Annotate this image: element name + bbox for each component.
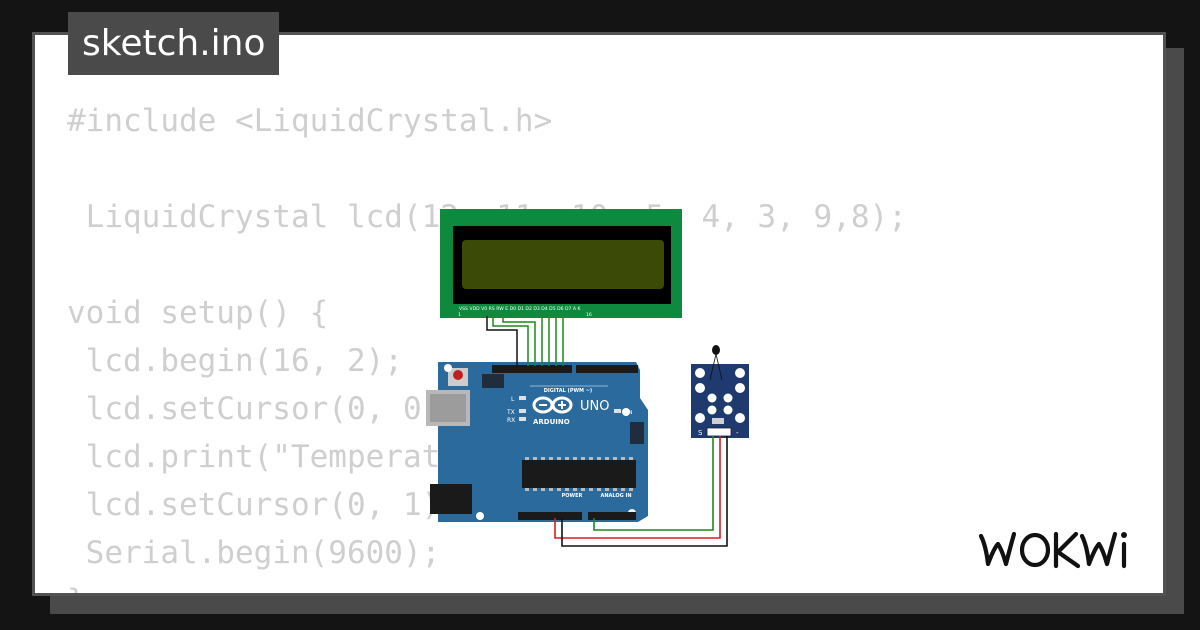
chip-pin [613, 457, 617, 460]
chip-pin [581, 457, 585, 460]
code-line: void setup() { [67, 295, 329, 331]
led-l-label: L [511, 396, 515, 403]
power-header [518, 512, 582, 520]
digital-header-low [576, 365, 638, 373]
mount-hole [622, 408, 630, 416]
arduino-logo [532, 396, 573, 414]
led-rx [519, 417, 526, 421]
wokwi-logo[interactable] [978, 528, 1150, 574]
sensor-resistor [712, 418, 724, 424]
mount-hole [695, 413, 705, 423]
chip-pin [629, 488, 633, 491]
pin-s-label: S [698, 429, 703, 437]
chip-pin [581, 488, 585, 491]
chip-pin [613, 488, 617, 491]
wire-lcd-gnd[interactable] [486, 316, 518, 366]
usb-connector-inner [430, 394, 466, 422]
chip-pin [605, 488, 609, 491]
wire-sensor-signal[interactable] [593, 436, 714, 531]
digital-header-high [492, 365, 572, 373]
arduino-uno-board[interactable]: DIGITAL (PWM ~) L TX RX ON UNO ARDUINO P… [426, 362, 648, 522]
chip-pin [629, 457, 633, 460]
lcd-pin-labels: VSS VDD V0 RS RW E D0 D1 D2 D3 D4 D5 D6 … [459, 306, 582, 312]
temperature-sensor-module[interactable]: S - [691, 345, 749, 438]
sensor-header [706, 427, 732, 437]
code-line: } [67, 577, 907, 593]
led-rx-label: RX [507, 417, 515, 424]
chip-pin [541, 488, 545, 491]
reset-button[interactable] [453, 370, 463, 380]
power-jack [430, 484, 472, 514]
icsp-header-2 [630, 422, 644, 444]
led-on [614, 409, 621, 413]
mount-hole [476, 512, 484, 520]
thermistor [712, 345, 720, 355]
wires [486, 316, 728, 547]
mount-hole [735, 368, 745, 378]
power-label: POWER [562, 493, 583, 499]
led-tx-label: TX [506, 409, 515, 416]
mount-hole [735, 413, 745, 423]
chip-pin [589, 457, 593, 460]
chip-pin [557, 488, 561, 491]
model-label: UNO [580, 399, 609, 414]
chip-pin [541, 457, 545, 460]
chip-pin [605, 457, 609, 460]
chip-pin [533, 457, 537, 460]
mount-hole [444, 364, 452, 372]
brand-label: ARDUINO [533, 418, 570, 426]
chip-pin [565, 488, 569, 491]
chip-pin [573, 488, 577, 491]
chip-pin [621, 457, 625, 460]
code-line: lcd.begin(16, 2); [67, 343, 403, 379]
code-line: Serial.begin(9600); [67, 535, 441, 571]
pin-minus-label: - [736, 429, 739, 437]
lcd-pin-last: 16 [586, 312, 592, 318]
analog-label: ANALOG IN [600, 493, 631, 499]
wire-lcd-e[interactable] [502, 316, 536, 366]
led-on-label: ON [624, 410, 632, 416]
wire-sensor-vcc[interactable] [554, 436, 721, 539]
chip-pin [549, 488, 553, 491]
chip-pin [597, 488, 601, 491]
chip-pin [525, 488, 529, 491]
chip-pin [525, 457, 529, 460]
led-l [519, 396, 526, 400]
chip-pin [573, 457, 577, 460]
chip-pin [597, 457, 601, 460]
wire-lcd-rs[interactable] [492, 316, 529, 366]
analog-header [588, 512, 636, 520]
chip-pin [549, 457, 553, 460]
chip-pin [565, 457, 569, 460]
lcd-screen [462, 240, 664, 289]
lcd-display[interactable]: VSS VDD V0 RS RW E D0 D1 D2 D3 D4 D5 D6 … [440, 209, 682, 318]
filename-tab[interactable]: sketch.ino [68, 12, 280, 75]
chip-pin [621, 488, 625, 491]
chip-pin [533, 488, 537, 491]
icsp-header [482, 374, 504, 388]
led-tx [519, 409, 526, 413]
mount-hole [695, 368, 705, 378]
chip-pin [589, 488, 593, 491]
chip-pin [557, 457, 561, 460]
digital-label: DIGITAL (PWM ~) [544, 388, 592, 394]
atmega-chip [522, 460, 636, 488]
wire-sensor-gnd[interactable] [561, 436, 728, 547]
code-line: #include <LiquidCrystal.h> [67, 103, 553, 139]
lcd-pin-first: 1 [458, 312, 461, 318]
